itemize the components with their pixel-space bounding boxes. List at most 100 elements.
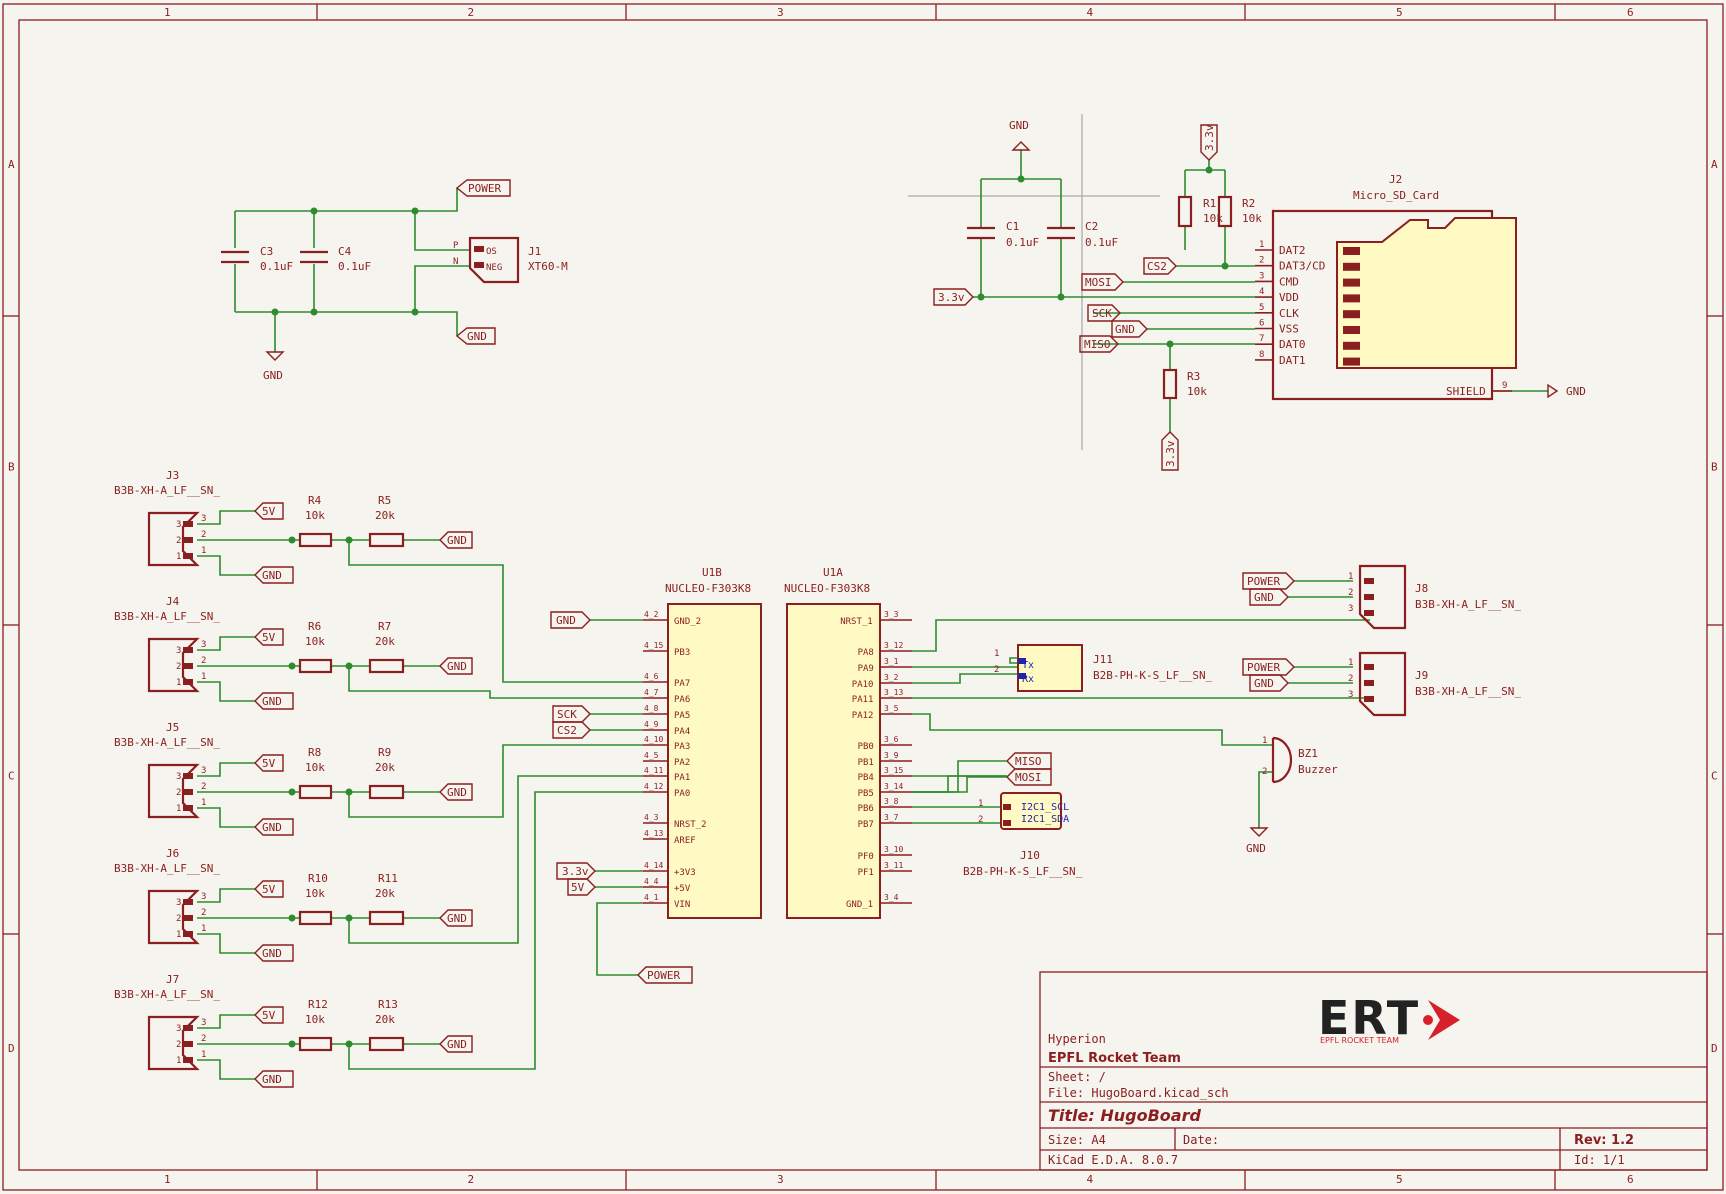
connector-j1[interactable]: P N OS NEG J1 XT60-M — [453, 236, 568, 284]
net-label-3v3-sd[interactable]: 3.3v — [933, 288, 974, 306]
buzzer-bz1[interactable]: 1 2 BZ1 Buzzer GND — [1246, 736, 1338, 855]
capacitor-c2[interactable]: C2 0.1uF — [1047, 220, 1118, 249]
net-label-5v[interactable]: 5V — [254, 754, 284, 772]
net-label-5v[interactable]: 5V — [254, 880, 284, 898]
net-label-gnd-divider[interactable]: GND — [439, 657, 473, 675]
resistor-r2[interactable]: R2 10k — [1217, 195, 1262, 228]
j8-ref: J8 — [1415, 582, 1428, 595]
sd-pin-number: 4 — [1259, 287, 1264, 297]
sd-card-section: C1 0.1uF C2 0.1uF GND 3.3v R1 10k R2 — [908, 114, 1586, 471]
gnd-divider-text: GND — [447, 912, 467, 925]
u1a-pin-name: PB0 — [858, 742, 874, 752]
net-label-5v[interactable]: 5V — [254, 502, 284, 520]
u1a-pin-name: PF1 — [858, 868, 874, 878]
net-label-5v-u1b[interactable]: 5V — [567, 878, 596, 896]
net-label-3v3-u1b[interactable]: 3.3v — [556, 862, 596, 880]
frame-col-label-bottom: 6 — [1627, 1173, 1634, 1186]
gnd-symbol-text: GND — [263, 369, 283, 382]
net-label-gnd-divider[interactable]: GND — [439, 909, 473, 927]
connector-j11[interactable]: Tx Rx 1 2 J11 B2B-PH-K-S_LF__SN_ — [994, 644, 1213, 692]
resistor-ref: R12 — [308, 998, 328, 1011]
u1b-pin-number: 4_1 — [644, 893, 659, 902]
net-label-mosi-sd[interactable]: MOSI — [1081, 273, 1124, 291]
u1b-pin-name: VIN — [674, 900, 690, 910]
frame-col-label-top: 4 — [1087, 6, 1094, 19]
connector-pin-num: 1 — [1348, 572, 1353, 582]
net-label-gnd-j9[interactable]: GND — [1249, 674, 1289, 692]
u1a-pin-name: PB1 — [858, 758, 874, 768]
gnd-shield-text: GND — [1566, 385, 1586, 398]
net-label-gnd-divider[interactable]: GND — [439, 783, 473, 801]
net-label-sck-u1b[interactable]: SCK — [552, 705, 591, 723]
net-label-power-j8[interactable]: POWER — [1242, 572, 1295, 590]
connector-j8[interactable]: J8 B3B-XH-A_LF__SN_ 123 — [1348, 564, 1521, 630]
net-label-cs2-u1b[interactable]: CS2 — [552, 721, 591, 739]
net-label-gnd-sd[interactable]: GND — [1111, 320, 1148, 338]
resistor-r1[interactable]: R1 10k — [1177, 195, 1223, 228]
u1b-pin-name: GND_2 — [674, 617, 701, 627]
net-label-miso-sd[interactable]: MISO — [1079, 335, 1119, 353]
resistor-value: 20k — [375, 761, 395, 774]
capacitor-c1[interactable]: C1 0.1uF — [967, 220, 1039, 249]
j1-pin-n: N — [453, 257, 458, 267]
net-label-gnd-j1[interactable]: GND — [455, 327, 496, 345]
net-label-gnd-j8[interactable]: GND — [1249, 588, 1289, 606]
u1a-pin-name: NRST_1 — [840, 617, 873, 627]
net-label-gnd[interactable]: GND — [254, 944, 294, 962]
net-label-miso-u1a[interactable]: MISO — [1006, 752, 1052, 770]
net-label-gnd[interactable]: GND — [254, 566, 294, 584]
u1b-pin-name: PB3 — [674, 648, 690, 658]
net-label-3v3-top[interactable]: 3.3v — [1200, 124, 1218, 161]
frame-row-label-left: C — [8, 770, 15, 783]
net-label-gnd-u1b[interactable]: GND — [550, 611, 591, 629]
servo-value: B3B-XH-A_LF__SN_ — [114, 484, 220, 497]
capacitor-c4[interactable]: C4 0.1uF — [300, 245, 371, 273]
u1b-pin-number: 4_15 — [644, 641, 663, 650]
net-label-power-u1b[interactable]: POWER — [637, 966, 693, 984]
connector-j9[interactable]: J9 B3B-XH-A_LF__SN_ 123 — [1348, 651, 1521, 717]
nucleo-u1b[interactable]: U1B NUCLEO-F303K8 4_2GND_24_15PB34_6PA74… — [643, 566, 762, 919]
capacitor-c3[interactable]: C3 0.1uF — [221, 245, 293, 273]
servo-pin-num-outer: 3 — [201, 514, 206, 524]
servo-connector-j3[interactable]: J3B3B-XH-A_LF__SN_3322115VGNDR410kR520kG… — [114, 469, 643, 683]
net-label-mosi-u1a[interactable]: MOSI — [1006, 768, 1052, 786]
net-label-power-j1[interactable]: POWER — [455, 179, 511, 197]
connector-j10[interactable]: I2C1_SCL I2C1_SDA 1 2 J10 B2B-PH-K-S_LF_… — [963, 792, 1083, 878]
resistor-ref: R5 — [378, 494, 391, 507]
servo-pin-num-outer: 2 — [201, 782, 206, 792]
resistor-value: 10k — [305, 635, 325, 648]
v33-u1b-text: 3.3v — [562, 865, 589, 878]
net-label-power-j9[interactable]: POWER — [1242, 658, 1295, 676]
servo-connector-j5[interactable]: J5B3B-XH-A_LF__SN_3322115VGNDR810kR920kG… — [114, 721, 643, 836]
net-label-5v[interactable]: 5V — [254, 1006, 284, 1024]
net-label-gnd[interactable]: GND — [254, 1070, 294, 1088]
servo-connector-j6[interactable]: J6B3B-XH-A_LF__SN_3322115VGNDR1010kR1120… — [114, 775, 643, 962]
u1a-pin-number: 3_1 — [884, 657, 899, 666]
net-label-gnd[interactable]: GND — [254, 818, 294, 836]
servo-connector-j7[interactable]: J7B3B-XH-A_LF__SN_3322115VGNDR1210kR1320… — [114, 791, 643, 1088]
net-label-gnd[interactable]: GND — [254, 692, 294, 710]
nucleo-u1a[interactable]: U1A NUCLEO-F303K8 3_3NRST_13_12PA83_1PA9… — [784, 566, 912, 919]
net-label-gnd-divider[interactable]: GND — [439, 1035, 473, 1053]
resistor-r3[interactable]: R3 10k — [1162, 368, 1207, 400]
net-label-gnd-divider[interactable]: GND — [439, 531, 473, 549]
net-label-cs2-sd[interactable]: CS2 — [1143, 257, 1177, 275]
servo-ref: J4 — [166, 595, 180, 608]
net-label-3v3-bottom[interactable]: 3.3v — [1161, 431, 1179, 471]
net-label-sck-sd[interactable]: SCK — [1087, 304, 1121, 322]
net-label-5v[interactable]: 5V — [254, 628, 284, 646]
u1a-pin-number: 3_13 — [884, 688, 903, 697]
servo-connector-j4[interactable]: J4B3B-XH-A_LF__SN_3322115VGNDR610kR720kG… — [114, 595, 643, 710]
u1a-pin-name: PA8 — [858, 648, 874, 658]
